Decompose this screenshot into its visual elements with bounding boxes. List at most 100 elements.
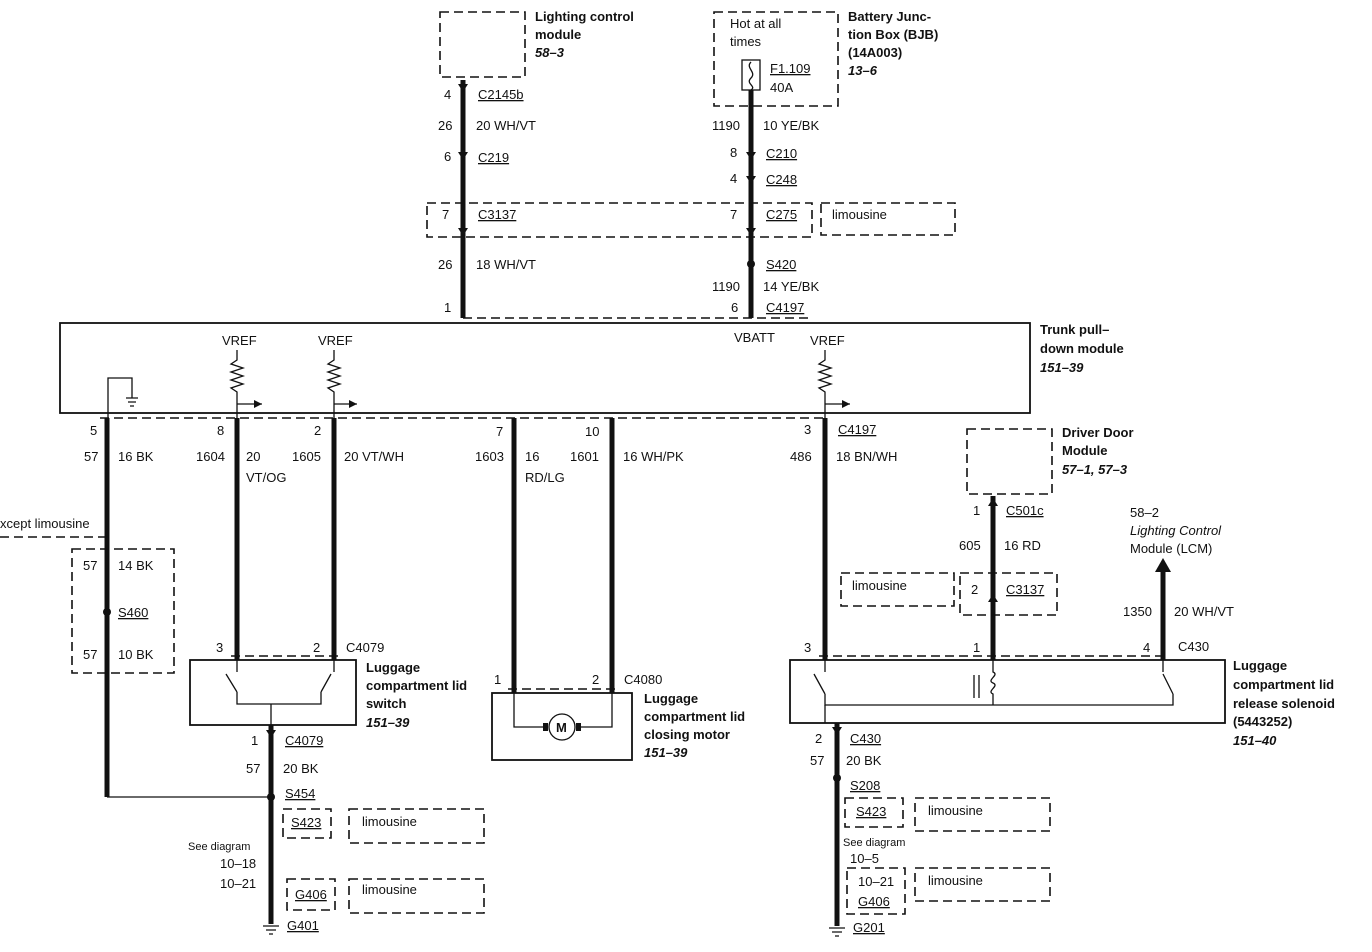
wire-1190b-color: 14 YE/BK — [763, 279, 819, 294]
svg-text:57: 57 — [810, 753, 824, 768]
svg-text:57: 57 — [83, 558, 97, 573]
svg-text:10–21: 10–21 — [220, 876, 256, 891]
svg-text:10–21: 10–21 — [858, 874, 894, 889]
svg-text:See diagram: See diagram — [188, 841, 250, 853]
wire-26b-color: 18 WH/VT — [476, 257, 536, 272]
motor-icon — [548, 713, 576, 741]
resistor-vref2-icon — [325, 350, 343, 418]
g406-right-label: G406 — [858, 894, 890, 909]
svg-text:compartment lid: compartment lid — [1233, 677, 1334, 692]
svg-text:Module (LCM): Module (LCM) — [1130, 541, 1212, 556]
fuse-rating: 40A — [770, 80, 793, 95]
fuse-label: F1.109 — [770, 61, 810, 76]
resistor-vref1-icon — [228, 350, 246, 418]
svg-text:58–2: 58–2 — [1130, 505, 1159, 520]
svg-text:16: 16 — [525, 449, 539, 464]
lcm-top-name-1: Lighting control — [535, 9, 634, 24]
c4197-bottom-label: C4197 — [838, 422, 876, 437]
battery-junction-box: Hot at all times F1.109 40A Battery Junc… — [713, 9, 938, 107]
arrow-up-icon — [1155, 558, 1171, 572]
bjb-name-2: tion Box (BJB) — [848, 27, 938, 42]
svg-text:2: 2 — [313, 640, 320, 655]
svg-text:limousine: limousine — [928, 873, 983, 888]
svg-text:switch: switch — [366, 696, 407, 711]
svg-text:10–5: 10–5 — [850, 851, 879, 866]
internal-ground-icon — [126, 397, 138, 407]
wire-26-number: 26 — [438, 118, 452, 133]
svg-text:Lighting Control: Lighting Control — [1130, 523, 1222, 538]
svg-text:Luggage: Luggage — [644, 691, 698, 706]
ground-g401-icon — [263, 925, 279, 935]
g201-label: G201 — [853, 920, 885, 935]
s420-label: S420 — [766, 257, 796, 272]
connector-c219-icon — [458, 152, 468, 160]
svg-text:3: 3 — [216, 640, 223, 655]
svg-text:20: 20 — [246, 449, 260, 464]
svg-text:1: 1 — [494, 672, 501, 687]
pin-10: 10 — [585, 424, 599, 439]
c4079-top-label: C4079 — [346, 640, 384, 655]
c3137-label: C3137 — [478, 207, 516, 222]
g406-left-label: G406 — [295, 887, 327, 902]
except-limousine-label: xcept limousine — [0, 516, 90, 531]
s208-label: S208 — [850, 778, 880, 793]
svg-text:3: 3 — [804, 640, 811, 655]
svg-text:limousine: limousine — [362, 814, 417, 829]
c248-label: C248 — [766, 172, 797, 187]
svg-text:compartment lid: compartment lid — [644, 709, 745, 724]
luggage-lid-switch: Luggage compartment lid switch 151–39 — [189, 659, 467, 730]
s454-label: S454 — [285, 786, 315, 801]
lcm-top-name-2: module — [535, 27, 581, 42]
trunk-name-1: Trunk pull– — [1040, 322, 1109, 337]
luggage-lid-closing-motor: M Luggage compartment lid closing motor … — [491, 691, 745, 761]
c2145b-pin: 4 — [444, 87, 451, 102]
c501c-label: C501c — [1006, 503, 1044, 518]
wire-1190b-number: 1190 — [712, 279, 740, 294]
solenoid-coil-icon — [990, 660, 996, 705]
c275-pin: 7 — [730, 207, 737, 222]
wire-26b-number: 26 — [438, 257, 452, 272]
svg-text:10 BK: 10 BK — [118, 647, 154, 662]
wire-57-number: 57 — [84, 449, 98, 464]
c219-pin: 6 — [444, 149, 451, 164]
svg-text:1: 1 — [973, 503, 980, 518]
wire-1190-number: 1190 — [712, 118, 740, 133]
splice-s460-icon — [103, 608, 111, 616]
trunk-ref: 151–39 — [1040, 360, 1084, 375]
trunk-name-2: down module — [1040, 341, 1124, 356]
g401-label: G401 — [287, 918, 319, 933]
s423-left-label: S423 — [291, 815, 321, 830]
c4080-label: C4080 — [624, 672, 662, 687]
svg-text:1604: 1604 — [196, 449, 225, 464]
svg-text:151–39: 151–39 — [366, 715, 410, 730]
lcm-top-ref: 58–3 — [535, 45, 565, 60]
svg-text:605: 605 — [959, 538, 981, 553]
limousine-c275-label: limousine — [832, 207, 887, 222]
pin-7: 7 — [496, 424, 503, 439]
svg-text:57: 57 — [83, 647, 97, 662]
svg-text:20 BK: 20 BK — [283, 761, 319, 776]
pin-3: 3 — [804, 422, 811, 437]
svg-text:20 WH/VT: 20 WH/VT — [1174, 604, 1234, 619]
svg-text:Luggage: Luggage — [366, 660, 420, 675]
svg-text:57: 57 — [246, 761, 260, 776]
svg-text:release solenoid: release solenoid — [1233, 696, 1335, 711]
svg-text:4: 4 — [1143, 640, 1150, 655]
c3137-right-label: C3137 — [1006, 582, 1044, 597]
svg-text:Luggage: Luggage — [1233, 658, 1287, 673]
bjb-ref: 13–6 — [848, 63, 878, 78]
c4079-bottom-label: C4079 — [285, 733, 323, 748]
c275-label: C275 — [766, 207, 797, 222]
motor-symbol: M — [556, 720, 567, 735]
vref-2: VREF — [318, 333, 353, 348]
driver-door-module: Driver Door Module 57–1, 57–3 — [966, 425, 1134, 495]
limousine-connector-band — [426, 202, 813, 238]
c2145b-label: C2145b — [478, 87, 524, 102]
vbatt-label: VBATT — [734, 330, 775, 345]
s423-right-label: S423 — [856, 804, 886, 819]
svg-text:VT/OG: VT/OG — [246, 470, 286, 485]
svg-text:20 VT/WH: 20 VT/WH — [344, 449, 404, 464]
c210-pin: 8 — [730, 145, 737, 160]
bjb-name-3: (14A003) — [848, 45, 902, 60]
